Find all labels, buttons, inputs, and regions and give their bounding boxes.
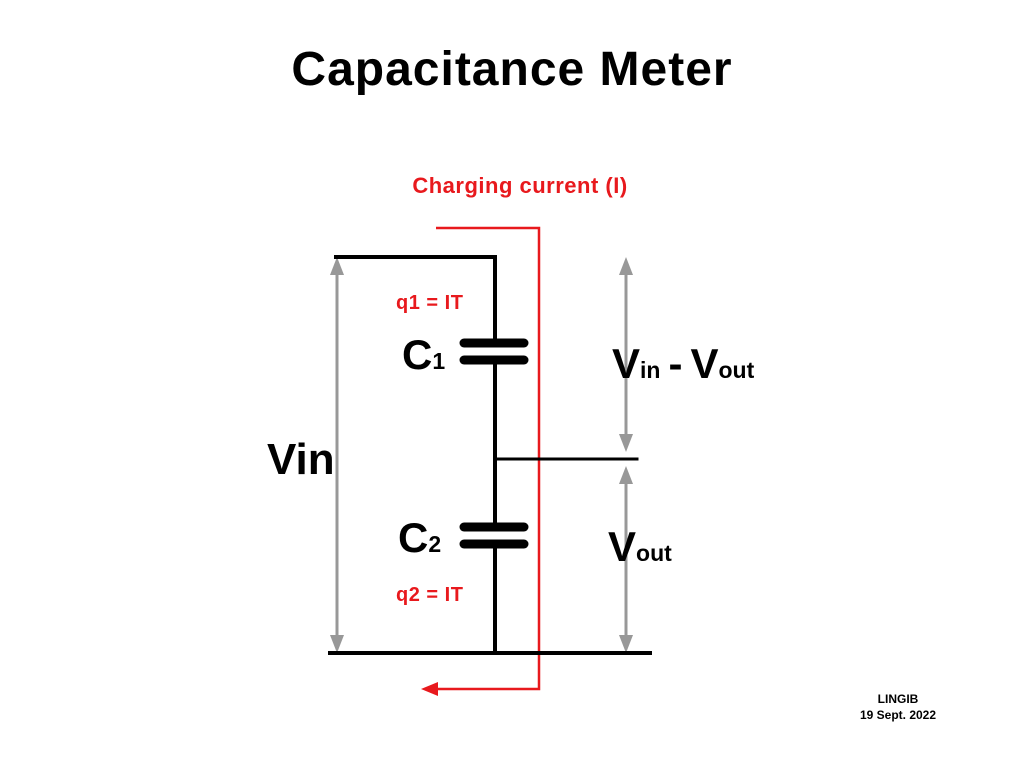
v-symbol: V	[608, 523, 637, 570]
page-title: Capacitance Meter	[291, 43, 733, 96]
footer-credit: LINGIB 19 Sept. 2022	[843, 692, 953, 723]
arrow-up-icon	[330, 257, 344, 275]
vin-span-arrow	[330, 257, 344, 653]
q2-label: q2 = IT	[396, 584, 464, 606]
footer-date: 19 Sept. 2022	[859, 707, 937, 722]
c1-symbol: C	[402, 331, 433, 378]
arrow-down-icon	[619, 635, 633, 653]
capacitor-c1-plates	[459, 338, 529, 365]
capacitor-c2-plates	[459, 522, 529, 549]
charging-current-label: Charging current (I)	[412, 173, 628, 198]
c2-label: C2	[398, 517, 441, 559]
c1-subscript: 1	[432, 348, 446, 374]
q1-label: q1 = IT	[396, 292, 464, 314]
arrow-up-icon	[619, 257, 633, 275]
vout-label: Vout	[608, 526, 672, 568]
out-subscript: out	[718, 357, 755, 383]
minus-sign: -	[668, 340, 683, 387]
circuit-wires	[328, 255, 652, 655]
charging-current-arrowhead-icon	[421, 682, 438, 696]
c2-symbol: C	[398, 514, 429, 561]
top-wire	[334, 255, 497, 342]
vout-span-arrow	[619, 466, 633, 653]
c2-subscript: 2	[428, 531, 442, 557]
in-subscript: in	[640, 357, 661, 383]
arrow-up-icon	[619, 466, 633, 484]
vin-minus-vout-span-arrow	[619, 257, 633, 452]
vin-minus-vout-label: Vin-Vout	[612, 343, 754, 385]
arrow-down-icon	[330, 635, 344, 653]
out-subscript: out	[636, 540, 672, 566]
v-symbol: V	[690, 340, 719, 387]
v-symbol: V	[612, 340, 641, 387]
vin-label: Vin	[267, 435, 335, 484]
footer-author: LINGIB	[877, 692, 919, 706]
arrow-down-icon	[619, 434, 633, 452]
c1-label: C1	[402, 334, 445, 376]
